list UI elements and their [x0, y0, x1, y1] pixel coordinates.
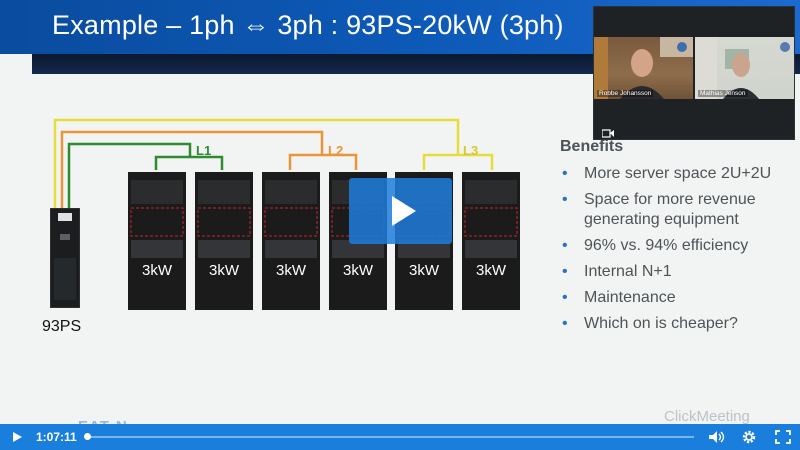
progress-track[interactable] [86, 436, 694, 438]
benefit-item: •Internal N+1 [562, 263, 672, 280]
benefit-item: •Space for more revenue generating equip… [562, 191, 756, 228]
benefits-list: •More server space 2U+2U •Space for more… [560, 164, 800, 334]
l1-wire [67, 142, 192, 210]
server-power-label-5: 3kW [409, 262, 439, 279]
wiring-diagram [53, 118, 494, 210]
play-button[interactable] [6, 424, 28, 450]
volume-icon [709, 431, 725, 443]
server-power-label-3: 3kW [276, 262, 306, 279]
participant-avatar-2 [695, 37, 790, 99]
benefits-panel: Benefits •More server space 2U+2U •Space… [560, 138, 800, 340]
server-3 [262, 172, 320, 310]
volume-button[interactable] [706, 424, 728, 450]
clickmeeting-watermark: ClickMeeting [664, 408, 750, 425]
settings-button[interactable] [738, 424, 760, 450]
ups-label: 93PS [42, 318, 82, 335]
l2-wire [60, 130, 324, 210]
server-power-label-1: 3kW [142, 262, 172, 279]
participant-name-1: Robbe Johansson [597, 90, 654, 97]
server-racks [128, 172, 520, 310]
server-power-label-6: 3kW [476, 262, 506, 279]
l2-branch [288, 153, 358, 170]
server-power-label-2: 3kW [209, 262, 239, 279]
participant-name-2: Mathias Jenson [698, 90, 748, 97]
server-1 [128, 172, 186, 310]
server-6 [462, 172, 520, 310]
webcam-panel: Robbe Johansson Mathias Jenson [593, 6, 795, 140]
l3-wire [53, 118, 460, 210]
server-power-label-4: 3kW [343, 262, 373, 279]
progress-handle[interactable] [84, 433, 91, 440]
benefit-item: •More server space 2U+2U [562, 165, 772, 182]
server-2 [195, 172, 253, 310]
l3-branch [422, 153, 494, 170]
camera-toggle-icon[interactable] [601, 125, 614, 143]
gear-icon [742, 430, 756, 444]
current-time: 1:07:11 [36, 430, 77, 444]
benefit-item: •96% vs. 94% efficiency [562, 237, 749, 254]
l1-branch [154, 155, 224, 170]
play-icon [392, 196, 416, 226]
participant-avatar-1 [594, 37, 693, 99]
benefit-item: •Maintenance [562, 289, 676, 306]
fullscreen-button[interactable] [772, 424, 794, 450]
slide-title: Example – 1ph ⇔ 3ph : 93PS-20kW (3ph) [52, 10, 564, 40]
participant-tile-1: Robbe Johansson [594, 37, 693, 99]
line-label-l1: L1 [196, 143, 212, 158]
line-label-l3: L3 [463, 143, 479, 158]
play-icon [13, 432, 22, 442]
participant-tile-2: Mathias Jenson [695, 37, 794, 99]
line-label-l2: L2 [328, 143, 344, 158]
fullscreen-icon [775, 430, 791, 444]
video-controls-bar: 1:07:11 [0, 424, 800, 450]
ups-cabinet [50, 208, 80, 308]
play-overlay-button[interactable] [349, 178, 452, 244]
benefit-item: •Which on is cheaper? [562, 315, 738, 332]
benefits-title: Benefits [560, 138, 624, 155]
